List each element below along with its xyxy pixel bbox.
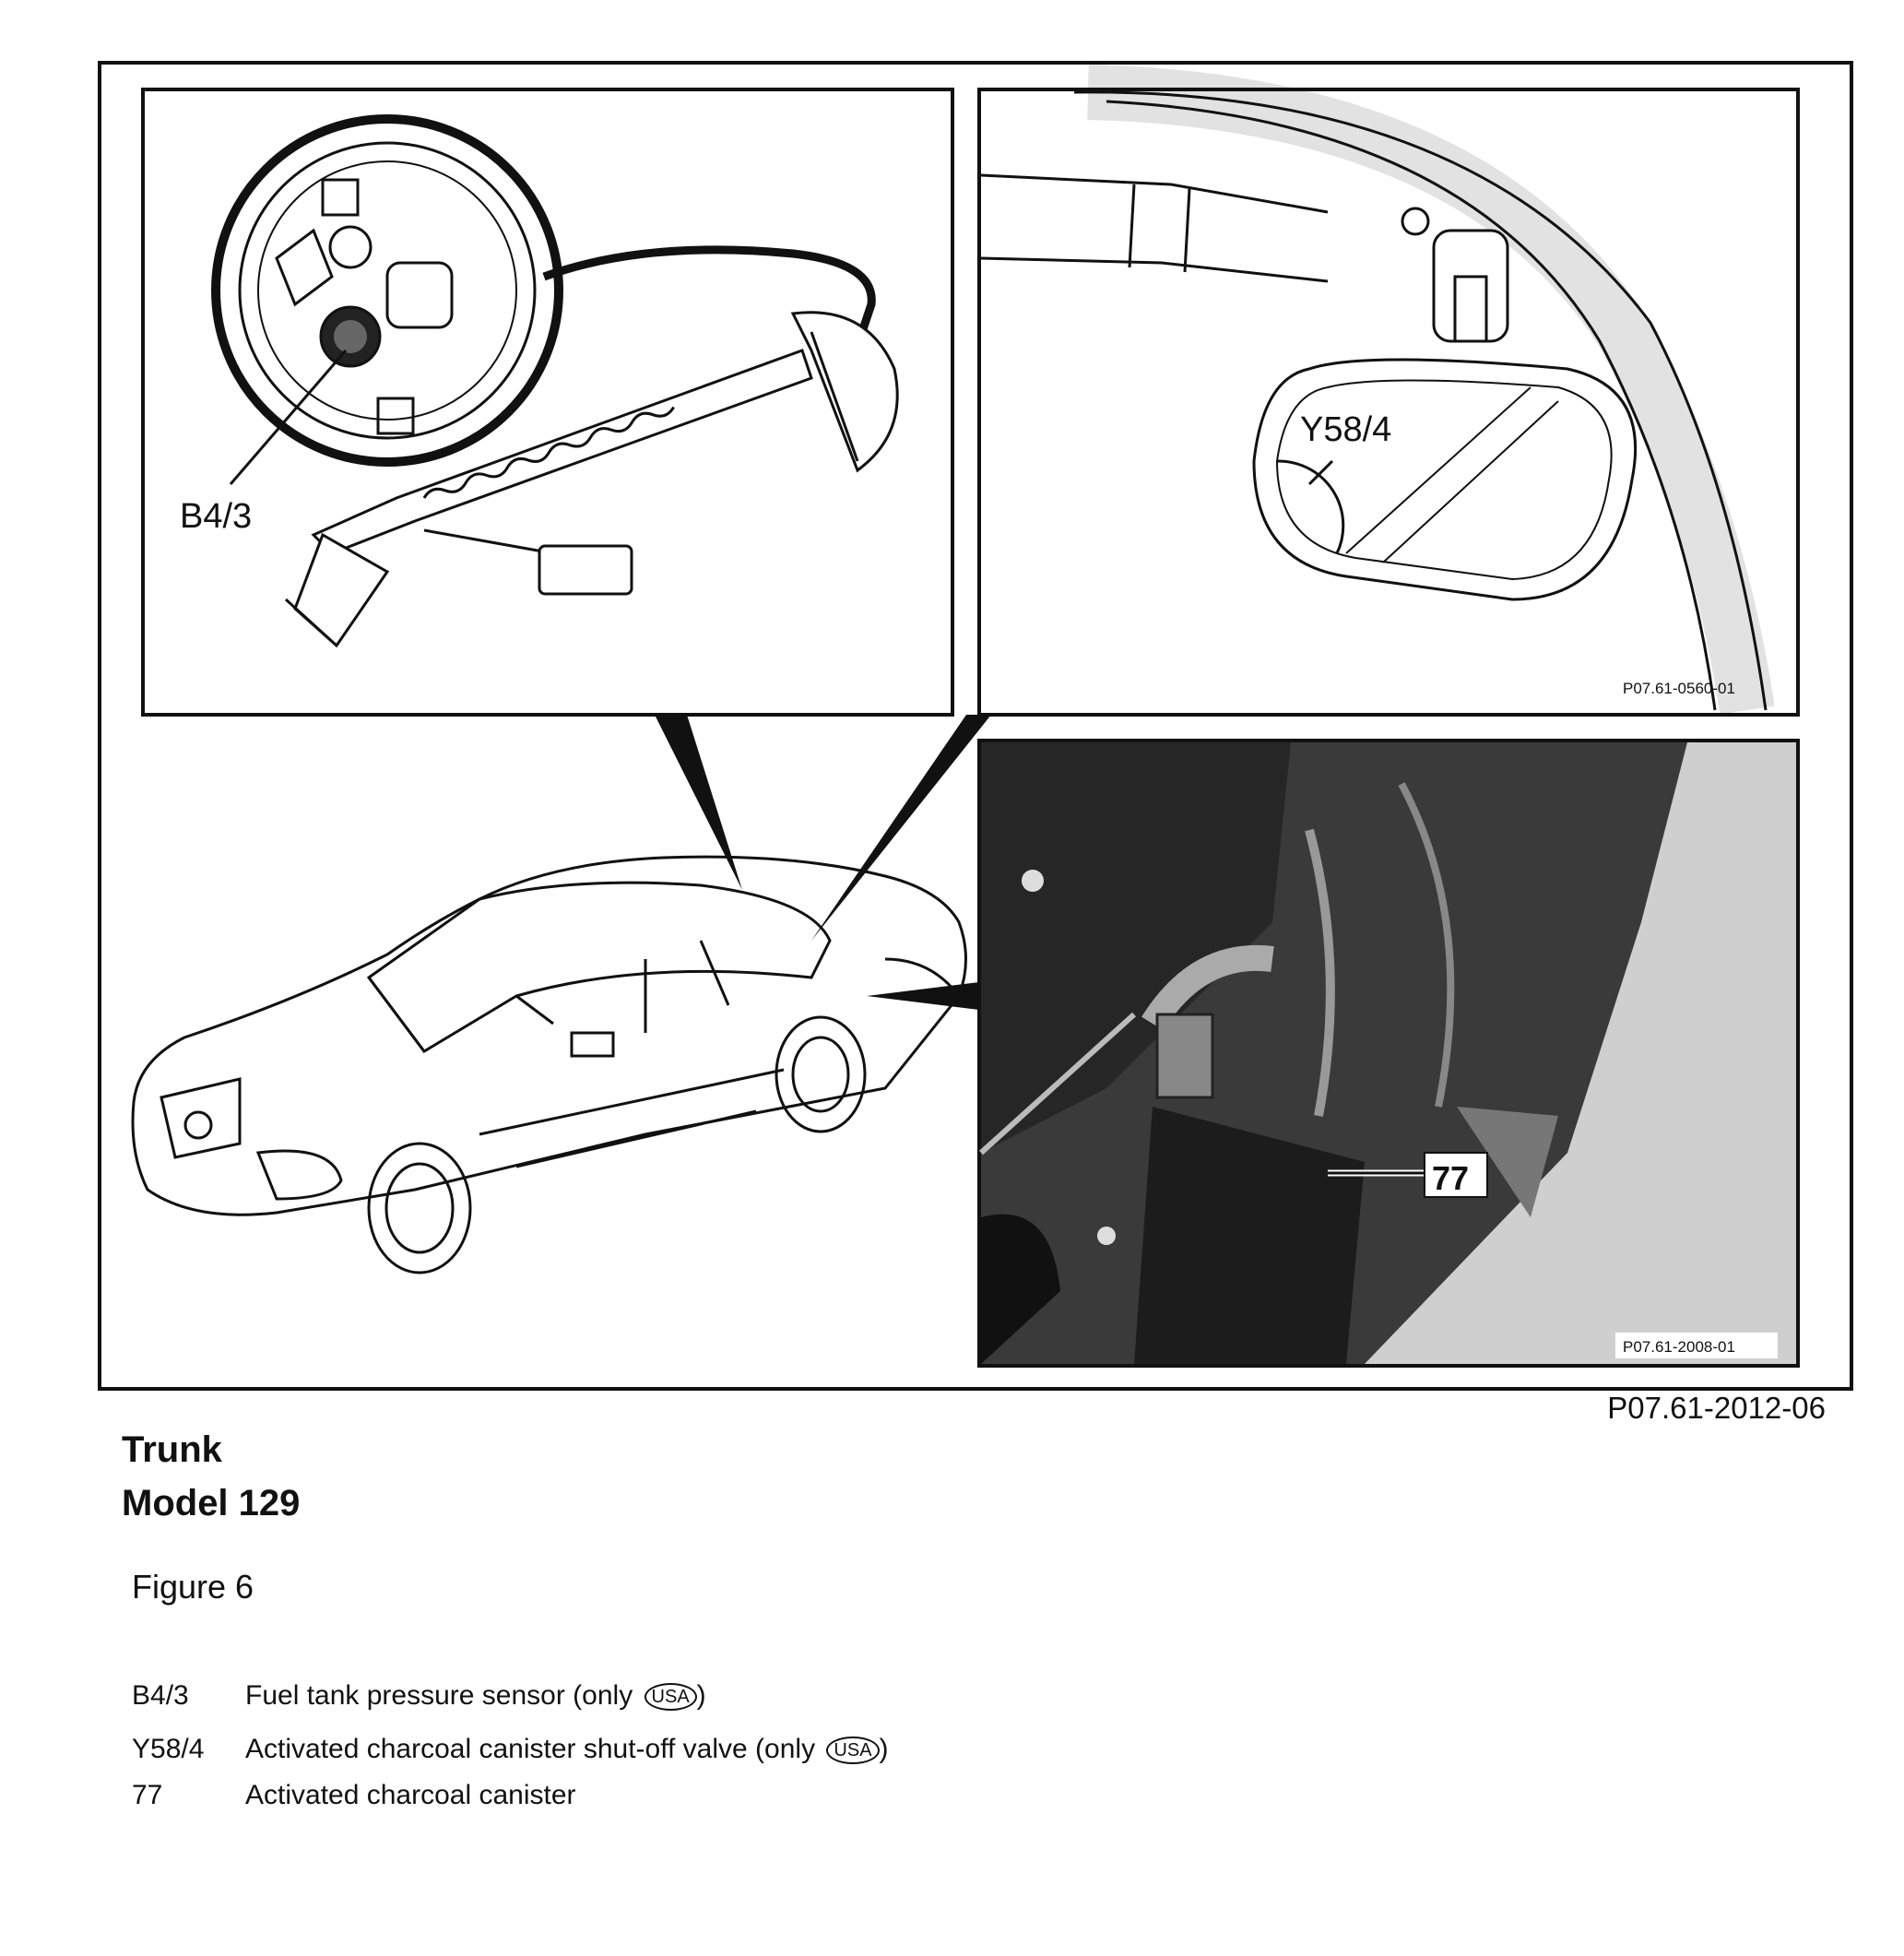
figure-title-line1: Trunk <box>122 1429 222 1470</box>
callout-y58-4: Y58/4 <box>1300 410 1391 449</box>
usa-badge-icon: USA <box>826 1737 880 1765</box>
pointer-canister <box>867 982 979 1010</box>
usa-badge-icon: USA <box>644 1683 697 1712</box>
car-illustration <box>131 855 967 1274</box>
pointer-shutoff-valve <box>811 715 991 941</box>
figure-label: Figure 6 <box>132 1568 254 1606</box>
ref-top-right: P07.61-0560-01 <box>1623 680 1735 697</box>
outer-frame <box>98 61 1853 1391</box>
y58-4-valve-marker <box>1276 459 1345 554</box>
legend-desc-b4-3: Fuel tank pressure sensor (only USA) <box>245 1680 706 1712</box>
ref-photo: P07.61-2008-01 <box>1623 1338 1735 1356</box>
legend-code-y58-4: Y58/4 <box>132 1734 205 1764</box>
legend-code-b4-3: B4/3 <box>132 1680 189 1711</box>
panel-canister-photo <box>977 739 1800 1368</box>
legend-desc-77: Activated charcoal canister <box>245 1780 576 1810</box>
panel-fuel-sensor <box>141 88 954 717</box>
pointer-fuel-sensor <box>655 715 742 890</box>
figure-title-line2: Model 129 <box>122 1483 301 1523</box>
legend-code-77: 77 <box>132 1780 163 1810</box>
legend-desc-y58-4: Activated charcoal canister shut-off val… <box>245 1734 889 1765</box>
callout-77: 77 <box>1432 1159 1469 1197</box>
panel-shutoff-valve <box>977 65 1800 717</box>
figure-reference: P07.61-2012-06 <box>1607 1391 1826 1425</box>
callout-b4-3: B4/3 <box>180 497 252 536</box>
